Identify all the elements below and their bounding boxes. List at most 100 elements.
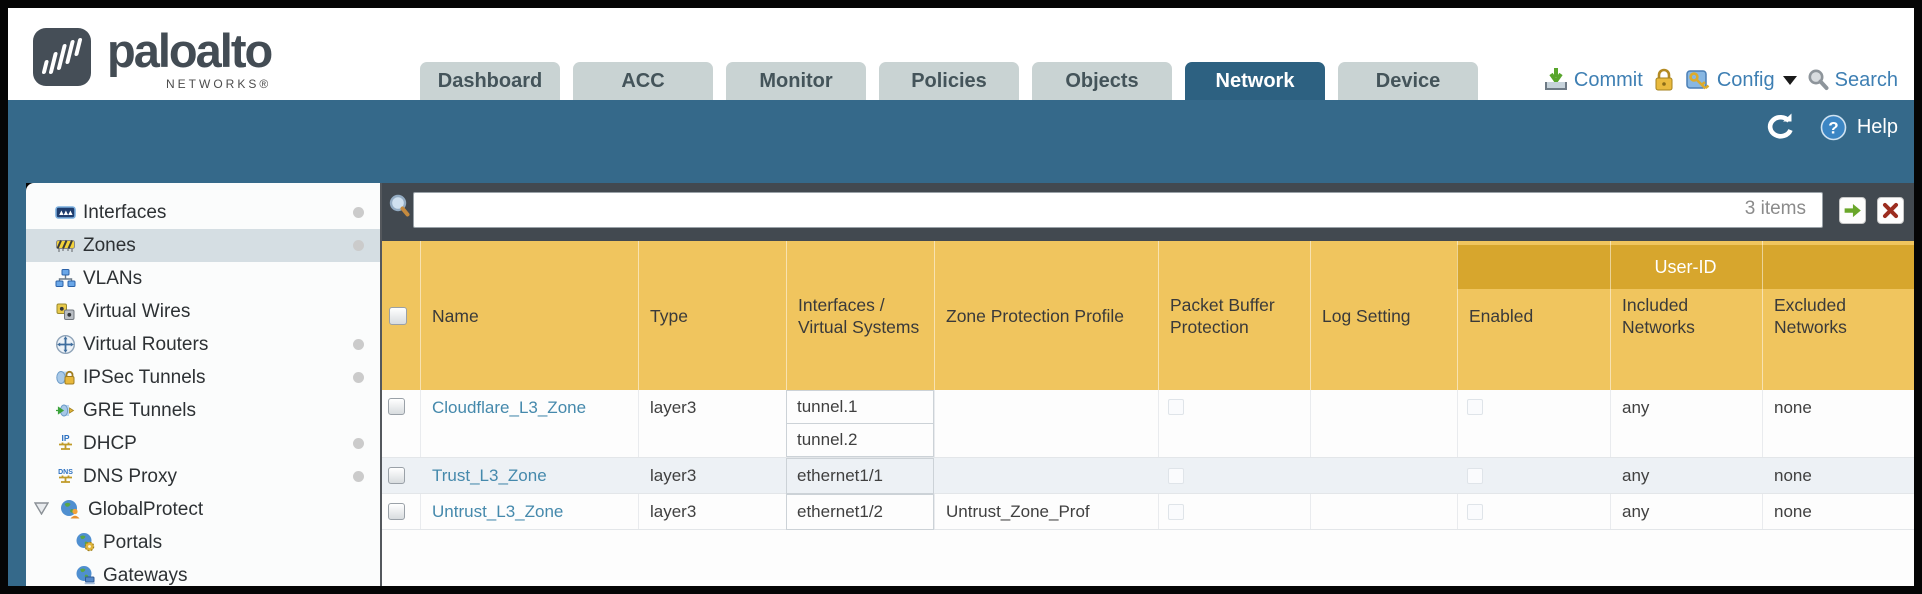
- included-networks: any: [1622, 398, 1650, 417]
- global-search[interactable]: Search: [1806, 68, 1898, 92]
- tab-monitor[interactable]: Monitor: [726, 62, 866, 100]
- tab-dashboard[interactable]: Dashboard: [420, 62, 560, 100]
- table-filter-bar: 3 items: [382, 183, 1914, 241]
- included-networks: any: [1622, 501, 1650, 521]
- packet-buffer-protection-checkbox[interactable]: [1168, 399, 1184, 415]
- portals-icon: [76, 533, 95, 552]
- col-header-packet-buffer-protection[interactable]: Packet Buffer Protection: [1170, 294, 1275, 337]
- col-header-zone-protection-profile[interactable]: Zone Protection Profile: [946, 305, 1125, 326]
- zone-name-link[interactable]: Untrust_L3_Zone: [432, 501, 564, 521]
- status-dot: [353, 339, 364, 350]
- zone-type: layer3: [650, 465, 697, 485]
- status-dot: [353, 207, 364, 218]
- sidebar-item-dhcp[interactable]: IP DHCP: [26, 427, 380, 460]
- brand-wordmark: paloalto: [107, 24, 273, 77]
- zone-type: layer3: [650, 501, 697, 521]
- row-select-checkbox[interactable]: [388, 398, 405, 415]
- packet-buffer-protection-checkbox[interactable]: [1168, 468, 1184, 484]
- sidebar-item-zones[interactable]: Zones: [26, 229, 380, 262]
- ipsec-tunnels-icon: [56, 370, 75, 385]
- left-margin-strip: [8, 183, 26, 586]
- svg-text:DNS: DNS: [58, 469, 73, 476]
- top-bar: paloalto NETWORKS® Dashboard ACC Monitor…: [8, 8, 1914, 100]
- help-icon[interactable]: ?: [1820, 114, 1847, 141]
- sidebar-item-interfaces[interactable]: Interfaces: [26, 196, 380, 229]
- apply-filter-button[interactable]: [1839, 197, 1866, 224]
- sidebar-item-vlans[interactable]: VLANs: [26, 262, 380, 295]
- dns-proxy-icon: DNS: [58, 469, 73, 483]
- packet-buffer-protection-checkbox[interactable]: [1168, 504, 1184, 520]
- virtual-wires-icon: [56, 303, 75, 320]
- chevron-down-icon: [1782, 75, 1797, 85]
- tab-acc[interactable]: ACC: [573, 62, 713, 100]
- zone-name-link[interactable]: Trust_L3_Zone: [432, 465, 547, 485]
- excluded-networks: none: [1774, 501, 1812, 521]
- filter-input[interactable]: [413, 192, 1823, 228]
- sidebar-item-ipsec-tunnels[interactable]: IPSec Tunnels: [26, 361, 380, 394]
- interfaces-icon: [55, 206, 76, 219]
- sidebar-item-virtual-routers[interactable]: Virtual Routers: [26, 328, 380, 361]
- sidebar-item-label: Portals: [103, 531, 163, 553]
- sidebar-item-virtual-wires[interactable]: Virtual Wires: [26, 295, 380, 328]
- refresh-icon[interactable]: [1764, 112, 1796, 142]
- config-menu[interactable]: Config: [1685, 67, 1797, 93]
- excluded-networks: none: [1774, 465, 1812, 485]
- sidebar-item-gateways[interactable]: Gateways: [26, 559, 380, 586]
- sidebar-item-label: DNS Proxy: [83, 465, 177, 487]
- col-header-excluded-networks[interactable]: Excluded Networks: [1774, 294, 1847, 337]
- col-header-included-networks[interactable]: Included Networks: [1622, 294, 1695, 337]
- col-header-enabled[interactable]: Enabled: [1469, 305, 1534, 326]
- tab-policies[interactable]: Policies: [879, 62, 1019, 100]
- svg-text:IP: IP: [61, 433, 69, 443]
- zone-interface: ethernet1/1: [786, 458, 934, 494]
- sub-header-band: ? Help: [8, 100, 1914, 183]
- globalprotect-icon: [61, 500, 80, 519]
- row-select-checkbox[interactable]: [388, 503, 405, 520]
- network-nav-sidebar: Interfaces Zones VLANs: [26, 183, 382, 586]
- zones-icon: [56, 240, 75, 252]
- paloalto-logo: paloalto NETWORKS®: [33, 23, 273, 91]
- log-setting: [1310, 390, 1457, 457]
- expand-triangle-icon[interactable]: [34, 502, 49, 515]
- gateways-icon: [76, 566, 95, 585]
- select-all-checkbox[interactable]: [389, 307, 407, 325]
- sidebar-item-label: Gateways: [103, 564, 188, 586]
- virtual-routers-icon: [55, 334, 76, 355]
- sidebar-item-label: IPSec Tunnels: [83, 366, 206, 388]
- tab-network[interactable]: Network: [1185, 62, 1325, 100]
- table-row: Trust_L3_Zone layer3 ethernet1/1 any non…: [382, 458, 1914, 494]
- search-icon: [1808, 69, 1829, 90]
- sidebar-item-gre-tunnels[interactable]: GRE Tunnels: [26, 394, 380, 427]
- filter-search-icon[interactable]: [387, 193, 413, 221]
- commit-label: Commit: [1573, 68, 1643, 91]
- zone-protection-profile: Untrust_Zone_Prof: [946, 501, 1090, 521]
- sidebar-item-portals[interactable]: Portals: [26, 526, 380, 559]
- close-icon: [1882, 202, 1899, 219]
- col-header-interfaces[interactable]: Interfaces / Virtual Systems: [798, 294, 920, 337]
- tab-device[interactable]: Device: [1338, 62, 1478, 100]
- sidebar-item-globalprotect[interactable]: GlobalProtect: [26, 493, 380, 526]
- zones-table-body: Cloudflare_L3_Zone layer3 tunnel.1 tunne…: [382, 390, 1914, 586]
- row-select-checkbox[interactable]: [388, 467, 405, 484]
- lock-icon[interactable]: [1652, 67, 1676, 93]
- tab-objects[interactable]: Objects: [1032, 62, 1172, 100]
- sidebar-item-label: Virtual Wires: [83, 300, 191, 322]
- zone-type: layer3: [650, 398, 697, 417]
- col-header-type[interactable]: Type: [650, 305, 688, 326]
- user-id-enabled-checkbox[interactable]: [1467, 504, 1483, 520]
- col-header-log-setting[interactable]: Log Setting: [1322, 305, 1411, 326]
- clear-filter-button[interactable]: [1877, 197, 1904, 224]
- sidebar-item-dns-proxy[interactable]: DNS DNS Proxy: [26, 460, 380, 493]
- zone-name-link[interactable]: Cloudflare_L3_Zone: [432, 398, 587, 417]
- sidebar-item-label: Virtual Routers: [83, 333, 209, 355]
- col-header-name[interactable]: Name: [432, 305, 479, 326]
- sidebar-item-label: Zones: [83, 234, 136, 256]
- sidebar-item-label: Interfaces: [83, 201, 167, 223]
- gre-tunnels-icon: [56, 404, 75, 417]
- config-label: Config: [1716, 68, 1775, 91]
- user-id-enabled-checkbox[interactable]: [1467, 399, 1483, 415]
- user-id-enabled-checkbox[interactable]: [1467, 468, 1483, 484]
- commit-icon: [1544, 68, 1567, 90]
- commit-button[interactable]: Commit: [1543, 67, 1643, 93]
- status-dot: [353, 471, 364, 482]
